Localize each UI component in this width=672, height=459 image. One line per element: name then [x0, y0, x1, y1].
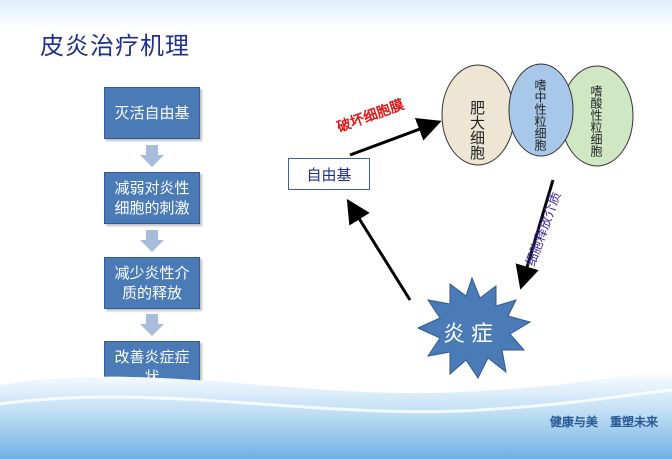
step-2-box: 减弱对炎性细胞的刺激 [104, 172, 200, 224]
inflammation-star-shape [416, 276, 532, 379]
mast-cell-label: 肥大细胞 [468, 100, 486, 160]
top-gradient [0, 0, 672, 30]
footer-wave [0, 370, 672, 459]
down-arrow-3-icon [140, 314, 164, 336]
step-1-box: 灭活自由基 [104, 87, 200, 139]
page-title: 皮炎治疗机理 [40, 32, 190, 60]
step-3-box: 减少炎性介质的释放 [104, 257, 200, 309]
arrow-free-radical-to-cells [349, 118, 442, 157]
arrow-cells-to-inflammation [515, 179, 555, 290]
basophil-cell-shape [508, 63, 574, 157]
footer-wave-line [0, 388, 672, 414]
footer-slogan: 健康与美 重塑未来 [549, 415, 658, 429]
down-arrow-2-icon [140, 230, 164, 252]
arrow-inflammation-to-free-radical [346, 198, 412, 301]
free-radical-box: 自由基 [288, 158, 370, 190]
basophil-cell-label: 嗜中性粒细胞 [533, 79, 547, 151]
down-arrow-1-icon [140, 145, 164, 167]
inflammation-label: 炎症 [442, 322, 499, 347]
eosinophil-cell-label: 嗜酸性粒细胞 [589, 85, 603, 157]
